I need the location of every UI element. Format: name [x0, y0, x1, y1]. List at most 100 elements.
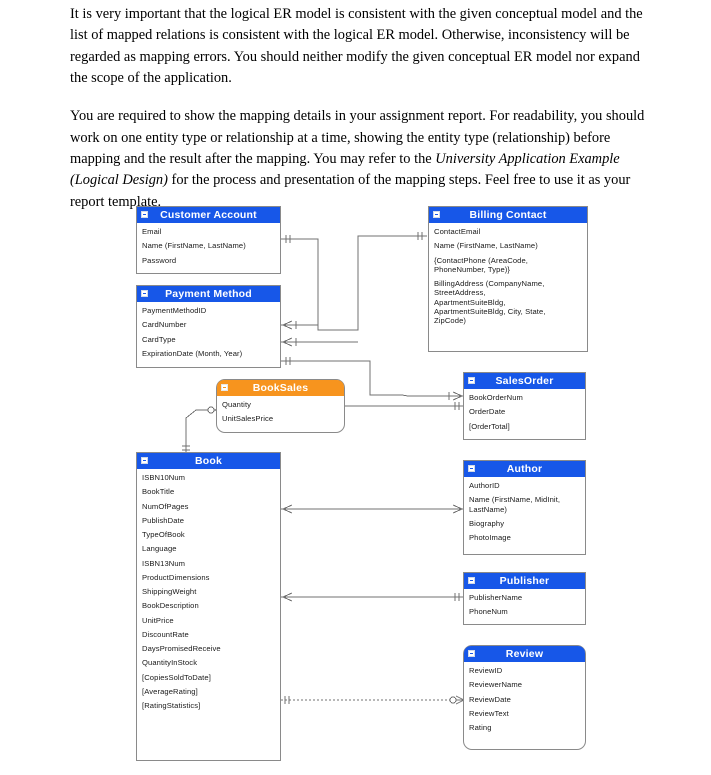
- relationship-header-booksales[interactable]: BookSales: [217, 380, 344, 396]
- attribute-row: TypeOfBook: [142, 530, 185, 539]
- connector-book-author: [281, 504, 464, 514]
- attribute-row: CardType: [142, 334, 176, 344]
- attribute-row: Name (FirstName, LastName): [434, 241, 538, 251]
- collapse-icon[interactable]: [221, 384, 228, 391]
- entity-box-author[interactable]: Author AuthorID Name (FirstName, MidInit…: [463, 460, 586, 555]
- entity-header-publisher[interactable]: Publisher: [464, 573, 585, 589]
- collapse-icon[interactable]: [141, 457, 148, 464]
- attribute-row: ReviewDate: [469, 694, 511, 704]
- collapse-icon[interactable]: [468, 377, 475, 384]
- attribute-row: Language: [142, 544, 177, 554]
- collapse-icon[interactable]: [468, 577, 475, 584]
- relationship-box-booksales[interactable]: BookSales Quantity UnitSalesPrice: [216, 379, 345, 433]
- paragraph-2-lead: You are required to show the mapping det…: [70, 108, 645, 167]
- entity-header-salesorder[interactable]: SalesOrder: [464, 373, 585, 389]
- entity-attribute-list: ContactEmail Name (FirstName, LastName) …: [429, 223, 587, 329]
- entity-title: Book: [194, 455, 223, 467]
- connector-paymentmethod-billingcontact: [281, 337, 358, 347]
- collapse-icon[interactable]: [468, 650, 475, 657]
- attribute-row: DaysPromisedReceive: [142, 644, 221, 653]
- paragraph-2: You are required to show the mapping det…: [70, 106, 648, 213]
- attribute-row: Name (FirstName, MidInit, LastName): [469, 495, 561, 514]
- collapse-icon[interactable]: [433, 211, 440, 218]
- attribute-row: Rating: [469, 723, 492, 732]
- entity-header-author[interactable]: Author: [464, 461, 585, 477]
- entity-attribute-list: BookOrderNum OrderDate [OrderTotal]: [464, 389, 585, 435]
- attribute-row: BookDescription: [142, 601, 199, 611]
- entity-header-customer-account[interactable]: Customer Account: [137, 207, 280, 223]
- attribute-row: ExpirationDate (Month, Year): [142, 348, 243, 358]
- paragraph-1: It is very important that the logical ER…: [70, 6, 643, 86]
- connector-customeraccount-billingcontact: [281, 232, 427, 331]
- attribute-row: ProductDimensions: [142, 572, 210, 582]
- paragraph-2-tail: for the process and presentation of the …: [70, 172, 631, 210]
- attribute-row: NumOfPages: [142, 501, 189, 511]
- entity-header-billing-contact[interactable]: Billing Contact: [429, 207, 587, 223]
- entity-box-salesorder[interactable]: SalesOrder BookOrderNum OrderDate [Order…: [463, 372, 586, 440]
- assignment-instructions-text: It is very important that the logical ER…: [70, 4, 648, 230]
- entity-title: Billing Contact: [469, 209, 547, 221]
- attribute-row: ShippingWeight: [142, 587, 197, 596]
- italic-reference: University Application Example (Logical …: [70, 150, 620, 189]
- entity-box-publisher[interactable]: Publisher PublisherName PhoneNum: [463, 572, 586, 625]
- attribute-row: QuantityInStock: [142, 658, 198, 668]
- attribute-row: BillingAddress (CompanyName, StreetAddre…: [434, 279, 546, 325]
- relationship-attribute-list: Quantity UnitSalesPrice: [217, 396, 344, 428]
- collapse-icon[interactable]: [141, 211, 148, 218]
- attribute-row: Name (FirstName, LastName): [142, 241, 246, 251]
- entity-title: Review: [505, 648, 544, 660]
- attribute-row: ReviewerName: [469, 680, 523, 690]
- attribute-row: [OrderTotal]: [469, 421, 510, 431]
- entity-box-billing-contact[interactable]: Billing Contact ContactEmail Name (First…: [428, 206, 588, 352]
- attribute-row: ISBN10Num: [142, 473, 186, 482]
- attribute-row: DiscountRate: [142, 629, 189, 639]
- attribute-row: Biography: [469, 518, 505, 528]
- connector-book-review: [281, 695, 466, 705]
- attribute-row: ContactEmail: [434, 227, 481, 236]
- entity-box-customer-account[interactable]: Customer Account Email Name (FirstName, …: [136, 206, 281, 274]
- entity-attribute-list: AuthorID Name (FirstName, MidInit, LastN…: [464, 477, 585, 546]
- attribute-row: PhoneNum: [469, 607, 508, 617]
- attribute-row: {ContactPhone (AreaCode, PhoneNumber, Ty…: [434, 255, 529, 274]
- entity-box-review[interactable]: Review ReviewID ReviewerName ReviewDate …: [463, 645, 586, 750]
- relationship-title: BookSales: [252, 382, 309, 394]
- attribute-row: [AverageRating]: [142, 686, 198, 696]
- entity-title: Payment Method: [165, 288, 252, 300]
- entity-box-payment-method[interactable]: Payment Method PaymentMethodID CardNumbe…: [136, 285, 281, 368]
- entity-attribute-list: PublisherName PhoneNum: [464, 589, 585, 621]
- collapse-icon[interactable]: [468, 465, 475, 472]
- connector-paymentmethod-customeraccount: [281, 320, 318, 330]
- entity-attribute-list: ReviewID ReviewerName ReviewDate ReviewT…: [464, 662, 585, 736]
- attribute-row: PhotoImage: [469, 533, 511, 542]
- entity-attribute-list: Email Name (FirstName, LastName) Passwor…: [137, 223, 280, 269]
- entity-attribute-list: ISBN10Num BookTitle NumOfPages PublishDa…: [137, 469, 280, 714]
- attribute-row: Quantity: [222, 400, 252, 409]
- attribute-row: Email: [142, 227, 162, 236]
- attribute-row: PublishDate: [142, 515, 185, 525]
- entity-title: Customer Account: [160, 209, 257, 221]
- attribute-row: [RatingStatistics]: [142, 701, 201, 710]
- entity-box-book[interactable]: Book ISBN10Num BookTitle NumOfPages Publ…: [136, 452, 281, 761]
- entity-header-book[interactable]: Book: [137, 453, 280, 469]
- attribute-row: BookOrderNum: [469, 393, 523, 402]
- attribute-row: UnitPrice: [142, 615, 174, 625]
- collapse-icon[interactable]: [141, 290, 148, 297]
- attribute-row: ReviewText: [469, 708, 509, 718]
- entity-header-payment-method[interactable]: Payment Method: [137, 286, 280, 302]
- attribute-row: AuthorID: [469, 481, 500, 490]
- entity-title: Publisher: [499, 575, 550, 587]
- attribute-row: OrderDate: [469, 407, 506, 417]
- entity-header-review[interactable]: Review: [464, 646, 585, 662]
- attribute-row: ISBN13Num: [142, 558, 186, 568]
- entity-title: Author: [506, 463, 543, 475]
- attribute-row: UnitSalesPrice: [222, 414, 274, 424]
- entity-attribute-list: PaymentMethodID CardNumber CardType Expi…: [137, 302, 280, 362]
- attribute-row: PaymentMethodID: [142, 306, 207, 315]
- connector-book-publisher: [281, 592, 463, 602]
- attribute-row: ReviewID: [469, 666, 503, 675]
- attribute-row: PublisherName: [469, 593, 523, 602]
- attribute-row: BookTitle: [142, 487, 175, 497]
- entity-title: SalesOrder: [495, 375, 554, 387]
- attribute-row: Password: [142, 255, 177, 265]
- attribute-row: [CopiesSoldToDate]: [142, 672, 211, 682]
